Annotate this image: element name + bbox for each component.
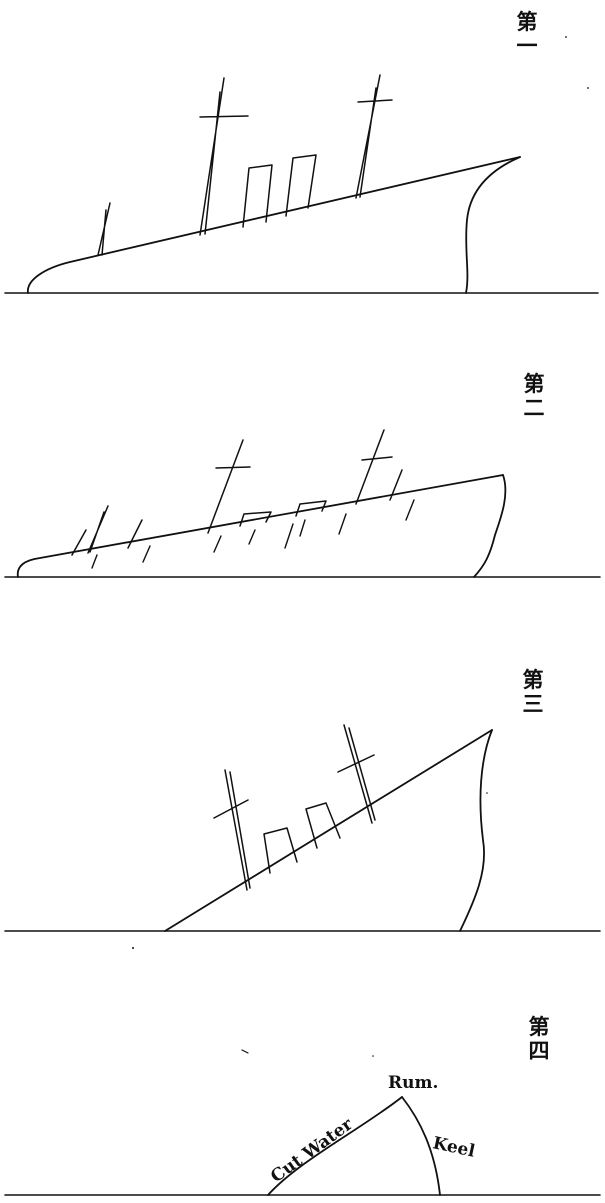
bow (473, 474, 507, 578)
mast (199, 77, 249, 236)
mast (355, 429, 403, 505)
speck (132, 947, 134, 949)
funnel (305, 802, 341, 849)
mast (355, 74, 393, 199)
funnel (242, 164, 273, 228)
speck (372, 1055, 374, 1057)
figure-2-ship (4, 429, 601, 578)
speck (241, 1049, 249, 1054)
rear-mast (97, 202, 111, 256)
keel-line (401, 1096, 441, 1196)
mast (213, 769, 251, 891)
rear-mast (71, 505, 109, 556)
bow (459, 729, 493, 932)
figure-4-ship: Rum. Cut Water Keel (4, 1049, 601, 1196)
speck (486, 792, 488, 794)
cut-water-line (267, 1096, 403, 1196)
figure-1-ship (4, 74, 599, 294)
figure-4-label: 第四 (528, 1014, 550, 1063)
figure-1-label: 第一 (516, 9, 538, 58)
cut-water-label: Cut Water (267, 1114, 357, 1187)
funnel (285, 154, 317, 217)
funnel (295, 500, 327, 517)
funnel (263, 827, 298, 874)
keel-label: Keel (431, 1133, 477, 1162)
rum-label: Rum. (388, 1073, 438, 1093)
rear-mast (127, 519, 143, 549)
hull-deck (164, 729, 493, 932)
mast (337, 724, 376, 824)
figure-2-label: 第二 (523, 371, 545, 420)
funnel (239, 511, 272, 527)
figure-3-label: 第三 (522, 667, 544, 716)
hull-deck (16, 474, 504, 578)
speck (587, 87, 589, 89)
mast (207, 439, 251, 534)
bow (465, 156, 521, 294)
speck (565, 36, 567, 38)
hull-deck (27, 156, 521, 294)
hull-mark (91, 499, 415, 569)
figure-3-ship (4, 724, 601, 949)
